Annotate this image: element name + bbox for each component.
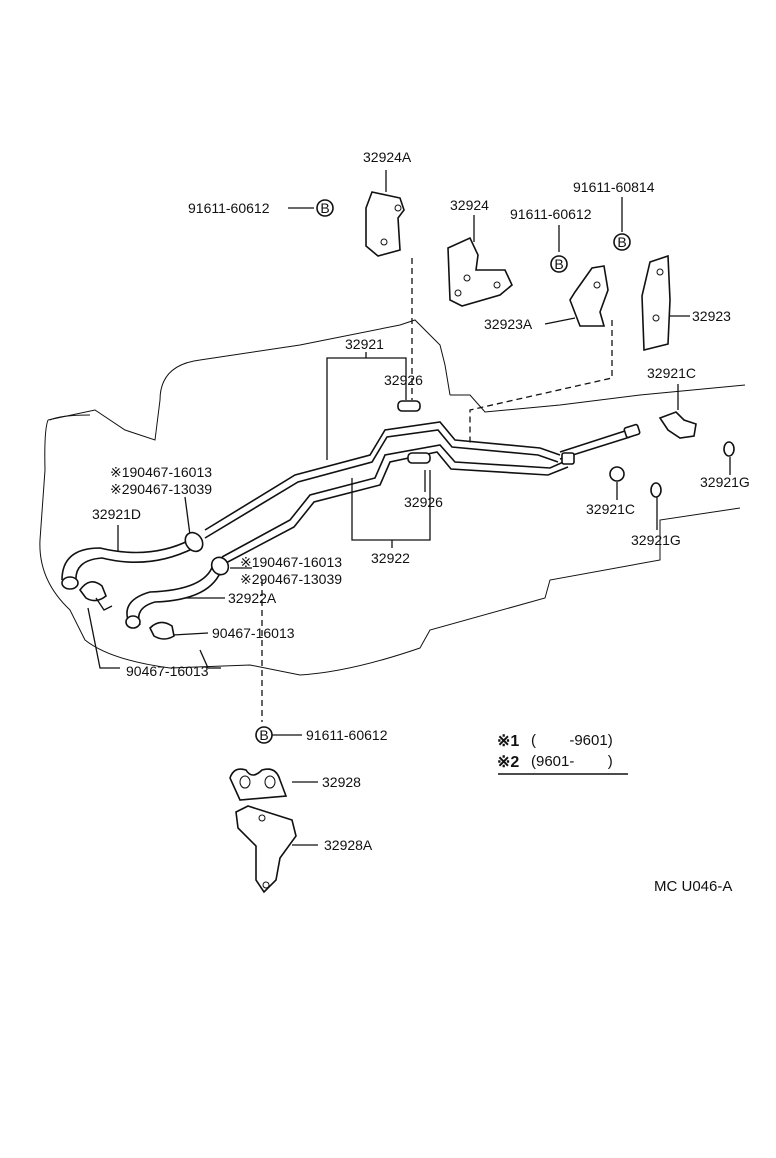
label-32923A: 32923A [484,316,533,332]
label-32921D: 32921D [92,506,141,522]
label-32921G-mid: 32921G [631,532,681,548]
label-32924: 32924 [450,197,489,213]
part-labels: 32924A 91611-60612 32924 91611-60814 916… [92,149,750,895]
legend-range-1: ( -9601) [531,732,613,749]
clamp-32928 [229,768,288,801]
label-32923: 32923 [692,308,731,324]
legend-mark-1: ※1 [497,733,519,750]
clamp-note-1-line1: ※190467-16013 [110,464,212,480]
clamp-note-2-line1: ※190467-16013 [240,554,342,570]
label-91611-60612-bottom: 91611-60612 [306,727,388,743]
hose-32921D [61,539,195,590]
bracket-32924A [365,191,405,257]
bolt-mark-text: B [554,256,563,272]
clamp-note-1-line2: ※290467-13039 [110,481,212,497]
label-32924A: 32924A [363,149,412,165]
bolt-mark-text: B [259,727,268,743]
bracket-32923A [569,265,609,327]
label-91611-60612-top: 91611-60612 [188,200,270,216]
grommet-32921G [650,441,735,498]
fuel-pipe-32922 [221,444,569,565]
label-32921G-right: 32921G [700,474,750,490]
label-32926-top: 32926 [384,372,423,388]
leader-lines [87,170,731,846]
legend-range-2: (9601- ) [531,753,613,770]
label-32928A: 32928A [324,837,373,853]
legend-mark-2: ※2 [497,754,519,771]
fuel-pipe-32921 [204,421,631,539]
label-32928: 32928 [322,774,361,790]
label-90467-16013-left: 90467-16013 [126,663,209,679]
hose-32922A [125,564,223,629]
label-32921C-mid: 32921C [586,501,635,517]
clamp-note-2-line2: ※290467-13039 [240,571,342,587]
sleeve-32926 [397,400,431,464]
label-32921: 32921 [345,336,384,352]
label-32926-bottom: 32926 [404,494,443,510]
label-90467-16013-right: 90467-16013 [212,625,295,641]
label-91611-60814: 91611-60814 [573,179,655,195]
body-outline [39,319,746,676]
diagram-code: MC U046-A [654,878,732,895]
bolt-marker-icon: B B B B [255,199,631,744]
bracket-32923 [641,254,671,352]
label-32921C-top: 32921C [647,365,696,381]
hose-clamp-icon [79,531,230,640]
legend: ※1 ( -9601) ※2 (9601- ) [497,732,613,771]
bolt-mark-text: B [320,200,329,216]
bracket-32924 [447,236,513,307]
union-32921C [609,411,697,482]
bolt-mark-text: B [617,234,626,250]
pipe-fittings [561,423,641,465]
label-91611-60612-mid: 91611-60612 [510,206,592,222]
label-32922: 32922 [371,550,410,566]
bracket-32928A [235,805,297,894]
label-32922A: 32922A [228,590,277,606]
